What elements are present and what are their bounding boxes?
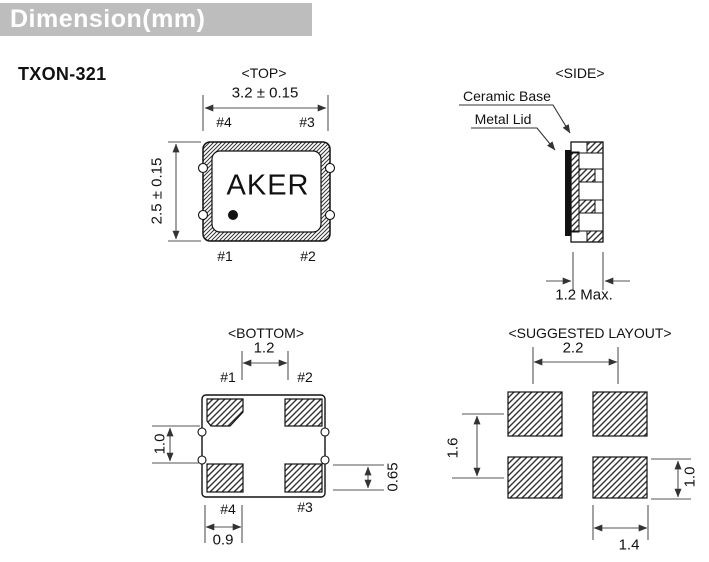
bottom-pad-4: [206, 463, 244, 493]
side-view-drawing: [459, 104, 630, 290]
top-pin4-label: #4: [216, 114, 232, 130]
bottom-pin4-label: #4: [220, 501, 236, 517]
layout-pad-height-dim: 1.0: [681, 466, 699, 488]
bottom-pad-3: [284, 463, 323, 493]
layout-pad: [507, 391, 563, 437]
brand-marking: AKER: [226, 169, 310, 202]
top-pin3-label: #3: [299, 114, 315, 130]
castellation-notch: [197, 427, 207, 437]
bottom-pin1-label: #1: [220, 369, 236, 385]
castellation-notch: [320, 427, 330, 437]
bottom-pin2-label: #2: [297, 369, 313, 385]
layout-pitch-x-dim: 2.2: [562, 339, 584, 357]
layout-pad: [592, 456, 648, 499]
layout-pad: [592, 391, 648, 437]
top-width-dim: 3.2 ± 0.15: [231, 84, 299, 102]
bottom-pin3-label: #3: [297, 499, 313, 515]
metal-lid-label: Metal Lid: [474, 111, 532, 127]
bottom-pad-width-dim: 0.9: [212, 531, 234, 549]
layout-pad-width-dim: 1.4: [618, 536, 640, 554]
castellation-notch: [320, 455, 330, 465]
side-view-title: <SIDE>: [555, 65, 605, 81]
side-top-hatch: [586, 141, 604, 154]
top-height-dim: 2.5 ± 0.15: [148, 157, 166, 225]
ceramic-base-label: Ceramic Base: [463, 88, 551, 104]
suggested-layout-drawing: [452, 347, 691, 540]
layout-view-title: <SUGGESTED LAYOUT>: [508, 325, 672, 341]
section-header-title: Dimension(mm): [10, 5, 206, 33]
bottom-pad-2: [284, 398, 323, 427]
section-header: Dimension(mm): [0, 3, 312, 36]
bottom-pad-1: [206, 398, 244, 427]
castellation-notch: [197, 162, 209, 174]
side-bottom-hatch: [586, 230, 604, 243]
layout-pad: [507, 456, 563, 499]
bottom-view-drawing: [152, 351, 384, 543]
top-lid-face: [211, 150, 322, 233]
side-electrode-hatch: [578, 199, 596, 214]
metal-lid-leader: [471, 127, 556, 151]
model-number: TXON-321: [18, 64, 107, 84]
layout-pitch-y-dim: 1.6: [444, 437, 462, 459]
ceramic-base-leader: [459, 104, 571, 134]
bottom-pitch-dim: 1.2: [253, 339, 275, 357]
side-wall-hatch: [570, 151, 580, 233]
bottom-view-title: <BOTTOM>: [228, 325, 304, 341]
bottom-gap-dim: 1.0: [151, 433, 169, 455]
pin1-index-dot: [228, 210, 238, 220]
castellation-notch: [197, 209, 209, 221]
side-electrode-hatch: [578, 168, 596, 183]
side-thickness-dim: 1.2 Max.: [555, 286, 613, 304]
side-metal-lid-bar: [565, 150, 571, 236]
bottom-pad-height-dim: 0.65: [384, 462, 402, 492]
castellation-notch: [197, 455, 207, 465]
castellation-notch: [324, 209, 336, 221]
top-pin2-label: #2: [300, 248, 316, 264]
top-view-title: <TOP>: [241, 65, 287, 81]
top-pin1-label: #1: [217, 248, 233, 264]
top-view-drawing: [168, 95, 336, 242]
castellation-notch: [324, 162, 336, 174]
